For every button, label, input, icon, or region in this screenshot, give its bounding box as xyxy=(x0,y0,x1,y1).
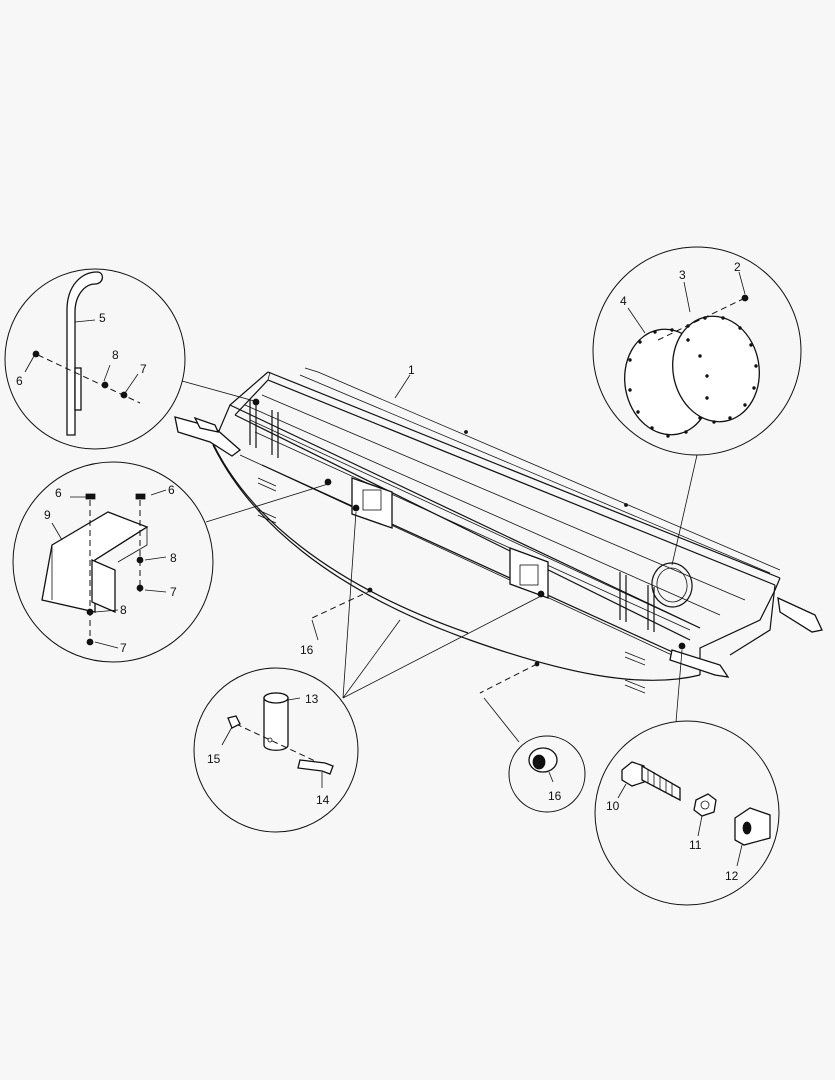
callout-labels: 1 2 3 4 5 6 6 6 7 7 7 8 8 8 9 10 11 12 1… xyxy=(16,260,741,883)
callout-6: 6 xyxy=(16,374,23,388)
callout-5: 5 xyxy=(99,311,106,325)
callout-7: 7 xyxy=(170,585,177,599)
callout-12: 12 xyxy=(725,869,739,883)
bubble-lid xyxy=(592,246,802,456)
callout-16: 16 xyxy=(300,643,314,657)
callout-6: 6 xyxy=(55,486,62,500)
callout-8: 8 xyxy=(120,603,127,617)
callout-7: 7 xyxy=(140,362,147,376)
callout-8: 8 xyxy=(112,348,119,362)
leader-body xyxy=(394,374,411,399)
lid-bolt-holes xyxy=(628,316,758,438)
weight-dash-right xyxy=(479,663,538,694)
callout-11: 11 xyxy=(689,838,702,852)
hopper-body xyxy=(174,367,823,694)
leader-weight-left xyxy=(311,619,319,641)
callout-3: 3 xyxy=(679,268,686,282)
callout-13: 13 xyxy=(305,692,319,706)
bubble-weight xyxy=(508,735,586,813)
callout-4: 4 xyxy=(620,294,627,308)
callout-14: 14 xyxy=(316,793,330,807)
weight-dash-left xyxy=(311,589,373,619)
bubble-bracket xyxy=(12,461,214,663)
callout-15: 15 xyxy=(207,752,221,766)
callout-1: 1 xyxy=(408,363,415,377)
callout-6: 6 xyxy=(168,483,175,497)
bubble-handle xyxy=(4,268,186,450)
bubble-bolt xyxy=(594,720,780,906)
callout-16: 16 xyxy=(548,789,562,803)
callout-9: 9 xyxy=(44,508,51,522)
callout-10: 10 xyxy=(606,799,620,813)
bubble-pin xyxy=(193,667,359,833)
leader-lines xyxy=(181,380,698,743)
callout-2: 2 xyxy=(734,260,741,274)
callout-7: 7 xyxy=(120,641,127,655)
callout-8: 8 xyxy=(170,551,177,565)
